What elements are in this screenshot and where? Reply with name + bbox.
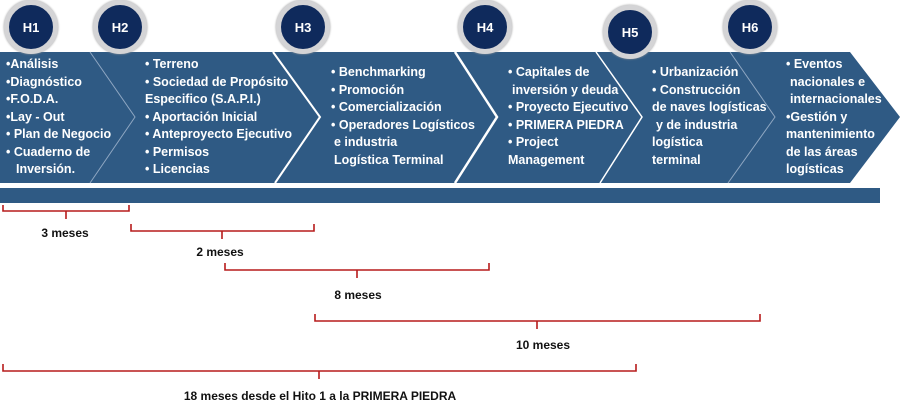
item: • Terreno — [145, 57, 199, 71]
chevron-band — [0, 52, 900, 183]
bracket-8-meses — [224, 263, 490, 278]
item: internacionales — [790, 92, 882, 106]
item: mantenimiento — [786, 127, 875, 141]
item: • Construcción — [652, 82, 741, 97]
duration-label-total: 18 meses desde el Hito 1 a la PRIMERA PI… — [183, 389, 457, 403]
milestone-badge-h6: H6 — [723, 0, 777, 54]
item: •Lay - Out — [6, 109, 65, 124]
milestone-badge-h3: H3 — [276, 0, 330, 54]
item: • Licencias — [145, 162, 210, 176]
item: • Sociedad de Propósito — [145, 74, 289, 89]
item: e industria — [334, 135, 398, 149]
duration-label: 2 meses — [196, 245, 244, 259]
item: Inversión. — [16, 162, 76, 176]
item: • Anteproyecto Ejecutivo — [145, 127, 292, 141]
item: • Aportación Inicial — [145, 109, 258, 124]
milestone-h6-items: • Eventos nacionales e internacionales •… — [786, 56, 882, 179]
item: terminal — [652, 152, 701, 167]
duration-label: 3 meses — [41, 226, 89, 240]
item: Management — [508, 152, 585, 167]
item: Logística Terminal — [334, 152, 444, 167]
item: • Benchmarking — [331, 65, 426, 79]
milestone-h3-items: • Benchmarking • Promoción • Comercializ… — [331, 64, 475, 169]
milestone-h5-items: • Urbanización • Construcción de naves l… — [652, 64, 767, 169]
item: • Proyecto Ejecutivo — [508, 100, 629, 114]
milestone-badge-h5: H5 — [603, 5, 657, 59]
item: de las áreas — [786, 144, 858, 159]
divider-h4-h5 — [595, 51, 643, 184]
divider-h1-h2 — [89, 51, 136, 184]
item: • Operadores Logísticos — [331, 117, 475, 132]
item: • Plan de Negocio — [6, 127, 112, 141]
milestone-h2-items: • Terreno • Sociedad de Propósito Especi… — [145, 56, 292, 179]
item: • Comercialización — [331, 100, 442, 114]
divider-h5-h6 — [727, 51, 776, 184]
bracket-18-meses — [2, 364, 637, 379]
milestone-badge-h2: H2 — [93, 0, 147, 54]
item: •Análisis — [6, 57, 59, 71]
item: • Capitales de — [508, 65, 590, 79]
item: •Gestión y — [786, 109, 848, 124]
divider-h2-h3 — [272, 51, 322, 184]
milestone-h4-items: • Capitales de inversión y deuda • Proye… — [508, 64, 628, 169]
bracket-2-meses — [130, 224, 315, 239]
milestone-badge-h4: H4 — [458, 0, 512, 54]
item: • Project — [508, 135, 559, 149]
item: y de industria — [656, 117, 738, 132]
item: • PRIMERA PIEDRA — [508, 117, 624, 132]
duration-label: 10 meses — [515, 338, 571, 352]
item: logística — [652, 135, 703, 149]
item: •Diagnóstico — [6, 74, 82, 89]
item: inversión y deuda — [512, 82, 619, 97]
item: • Eventos — [786, 57, 843, 71]
item: de naves logísticas — [652, 100, 767, 114]
bracket-3-meses — [2, 205, 130, 219]
item: • Promoción — [331, 82, 405, 97]
bracket-10-meses — [314, 314, 761, 329]
duration-label: 8 meses — [334, 288, 382, 302]
item: •F.O.D.A. — [6, 92, 59, 106]
item: • Cuaderno de — [6, 144, 91, 159]
item: logísticas — [786, 162, 844, 176]
milestone-h1-items: •Análisis •Diagnóstico •F.O.D.A. •Lay - … — [6, 56, 111, 179]
divider-h3-h4 — [453, 51, 499, 184]
item: • Urbanización — [652, 65, 739, 79]
item: • Permisos — [145, 144, 210, 159]
item: Especifico (S.A.P.I.) — [145, 92, 261, 106]
milestone-badge-h1: H1 — [4, 0, 58, 54]
item: nacionales e — [790, 74, 866, 89]
timeline-bar — [0, 188, 880, 203]
